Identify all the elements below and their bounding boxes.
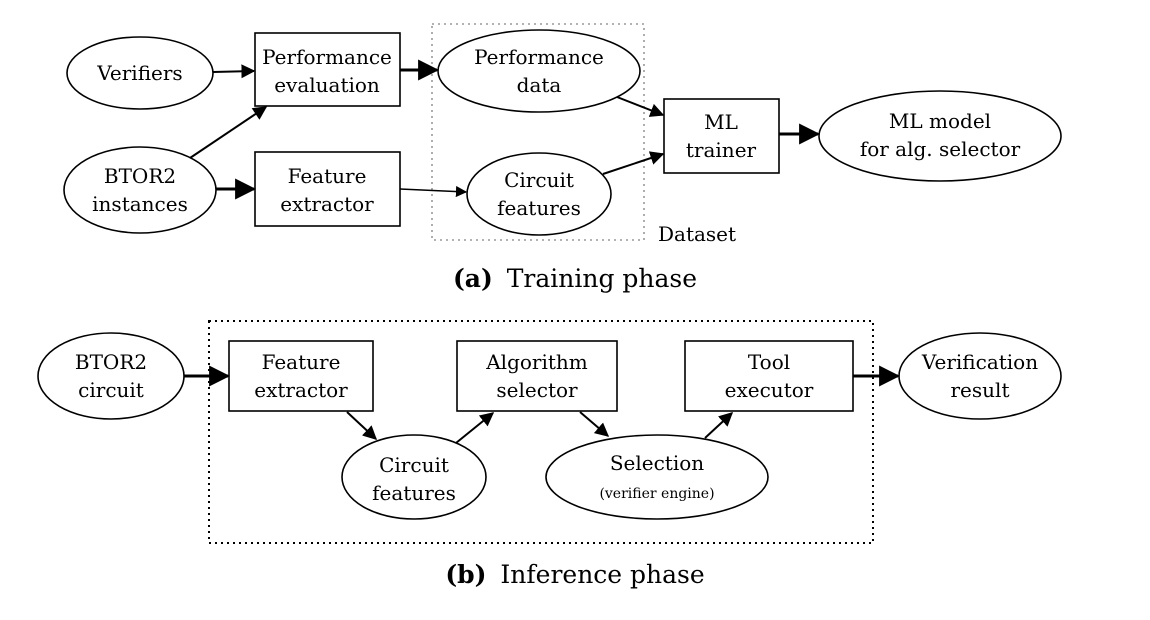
svg-text:Verification: Verification: [921, 350, 1038, 374]
svg-text:evaluation: evaluation: [274, 73, 380, 97]
svg-text:Feature: Feature: [262, 350, 341, 374]
node-feature-extractor-infer: Feature extractor: [228, 340, 374, 412]
node-performance-evaluation: Performance evaluation: [254, 32, 401, 107]
node-btor2-circuit: BTOR2 circuit: [37, 332, 185, 420]
inference-phase: BTOR2 circuit Feature extractor Algorith…: [37, 320, 1062, 589]
node-ml-trainer: ML trainer: [663, 98, 780, 174]
node-algorithm-selector: Algorithm selector: [456, 340, 618, 412]
svg-text:features: features: [372, 481, 456, 505]
svg-text:result: result: [951, 378, 1010, 402]
edge-circuit-features-to-ml-trainer: [602, 151, 665, 175]
node-feature-extractor-train: Feature extractor: [254, 151, 401, 227]
svg-text:data: data: [517, 73, 562, 97]
edge-algorithm-selector-to-selection: [579, 411, 610, 437]
svg-text:trainer: trainer: [686, 138, 757, 162]
svg-text:Performance: Performance: [474, 45, 604, 69]
svg-text:instances: instances: [92, 192, 188, 216]
edge-feature-extractor-to-circuit-features: [346, 411, 378, 440]
edge-feature-extractor-to-circuit-features: [399, 185, 468, 198]
svg-text:Circuit: Circuit: [379, 453, 449, 477]
svg-text:Performance: Performance: [262, 45, 392, 69]
dataset-label: Dataset: [658, 222, 736, 246]
svg-text:executor: executor: [725, 378, 814, 402]
svg-text:extractor: extractor: [254, 378, 348, 402]
edge-verifiers-to-perf-eval: [212, 64, 256, 79]
node-verifiers: Verifiers: [66, 36, 214, 110]
svg-text:BTOR2: BTOR2: [75, 350, 147, 374]
edge-selection-to-tool-executor: [704, 412, 734, 439]
svg-text:for alg. selector: for alg. selector: [860, 137, 1021, 161]
svg-text:selector: selector: [496, 378, 578, 402]
svg-text:Feature: Feature: [288, 164, 367, 188]
edge-circuit-features-to-algorithm-selector: [455, 412, 495, 444]
svg-text:ML: ML: [704, 110, 738, 134]
svg-text:Verifiers: Verifiers: [96, 61, 182, 85]
svg-text:BTOR2: BTOR2: [104, 164, 176, 188]
svg-text:Tool: Tool: [748, 350, 790, 374]
node-btor2-instances: BTOR2 instances: [63, 146, 217, 234]
node-circuit-features-train: Circuit features: [466, 152, 612, 236]
inference-frame-box: [208, 320, 874, 544]
node-selection: Selection (verifier engine): [545, 434, 769, 520]
edge-perf-data-to-ml-trainer: [616, 96, 665, 117]
svg-text:features: features: [497, 196, 581, 220]
svg-text:Selection: Selection: [610, 451, 704, 475]
training-phase: Dataset Verifiers Performance evaluation…: [63, 23, 1062, 293]
node-circuit-features-infer: Circuit features: [341, 434, 487, 520]
dataset-group-box: [431, 23, 645, 241]
svg-text:Algorithm: Algorithm: [485, 350, 588, 374]
svg-text:(verifier engine): (verifier engine): [599, 486, 714, 502]
caption-inference: (b) Inference phase: [445, 560, 704, 589]
node-performance-data: Performance data: [437, 29, 641, 113]
edge-btor2-to-perf-eval: [189, 106, 268, 159]
node-verification-result: Verification result: [898, 332, 1062, 420]
svg-text:ML model: ML model: [889, 109, 991, 133]
svg-text:Circuit: Circuit: [504, 168, 574, 192]
node-ml-model: ML model for alg. selector: [818, 90, 1062, 182]
caption-training: (a) Training phase: [453, 264, 697, 293]
node-tool-executor: Tool executor: [684, 340, 854, 412]
svg-text:circuit: circuit: [78, 378, 144, 402]
svg-text:extractor: extractor: [280, 192, 374, 216]
